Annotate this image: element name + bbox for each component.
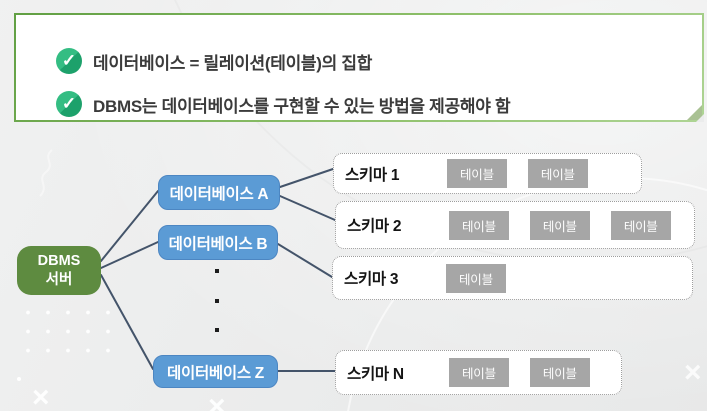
database-z-node: 데이터베이스 Z bbox=[153, 355, 278, 388]
ellipsis-dot bbox=[215, 299, 219, 303]
check-icon: ✓ bbox=[56, 91, 82, 117]
background-squiggle bbox=[39, 149, 53, 197]
schema-1-container: 스키마 1 테이블 테이블 bbox=[333, 153, 642, 194]
schema-2-container: 스키마 2 테이블 테이블 테이블 bbox=[335, 201, 695, 249]
schema-3-container: 스키마 3 테이블 bbox=[332, 256, 693, 300]
database-a-node: 데이터베이스 A bbox=[158, 175, 280, 210]
schema-n-container: 스키마 N 테이블 테이블 bbox=[335, 350, 622, 395]
bullet-item: ✓ 데이터베이스 = 릴레이션(테이블)의 집합 bbox=[56, 48, 372, 74]
database-b-node: 데이터베이스 B bbox=[158, 225, 278, 260]
table-box: 테이블 bbox=[446, 263, 506, 293]
dbms-server-label-line1: DBMS bbox=[37, 252, 81, 269]
table-box: 테이블 bbox=[527, 159, 588, 188]
background-dot bbox=[17, 377, 21, 381]
ellipsis-dot bbox=[215, 269, 219, 273]
dbms-server-label-line2: 서버 bbox=[45, 271, 73, 288]
bullet-text: DBMS는 데이터베이스를 구현할 수 있는 방법을 제공해야 함 bbox=[93, 96, 511, 116]
table-box: 테이블 bbox=[449, 358, 509, 387]
schema-label: 스키마 1 bbox=[345, 166, 400, 184]
dbms-server-node: DBMS 서버 bbox=[17, 246, 101, 295]
schema-label: 스키마 2 bbox=[347, 218, 402, 235]
schema-label: 스키마 N bbox=[347, 365, 404, 383]
table-box: 테이블 bbox=[447, 159, 507, 188]
table-box: 테이블 bbox=[449, 210, 509, 240]
schema-label: 스키마 3 bbox=[344, 271, 399, 288]
ellipsis-dot bbox=[215, 328, 219, 332]
bullet-text: 데이터베이스 = 릴레이션(테이블)의 집합 bbox=[93, 53, 373, 73]
background-dot-grid bbox=[12, 297, 112, 353]
table-box: 테이블 bbox=[529, 358, 590, 387]
bullet-item: ✓ DBMS는 데이터베이스를 구현할 수 있는 방법을 제공해야 함 bbox=[56, 91, 511, 117]
table-box: 테이블 bbox=[610, 210, 671, 240]
key-points-callout: ✓ 데이터베이스 = 릴레이션(테이블)의 집합 ✓ DBMS는 데이터베이스를… bbox=[14, 13, 704, 122]
background-x-mark: × bbox=[684, 356, 702, 389]
background-x-mark: × bbox=[208, 390, 226, 411]
background-x-mark: × bbox=[32, 381, 50, 411]
folded-corner-cut bbox=[696, 114, 704, 122]
check-icon: ✓ bbox=[56, 48, 82, 74]
table-box: 테이블 bbox=[529, 210, 590, 240]
